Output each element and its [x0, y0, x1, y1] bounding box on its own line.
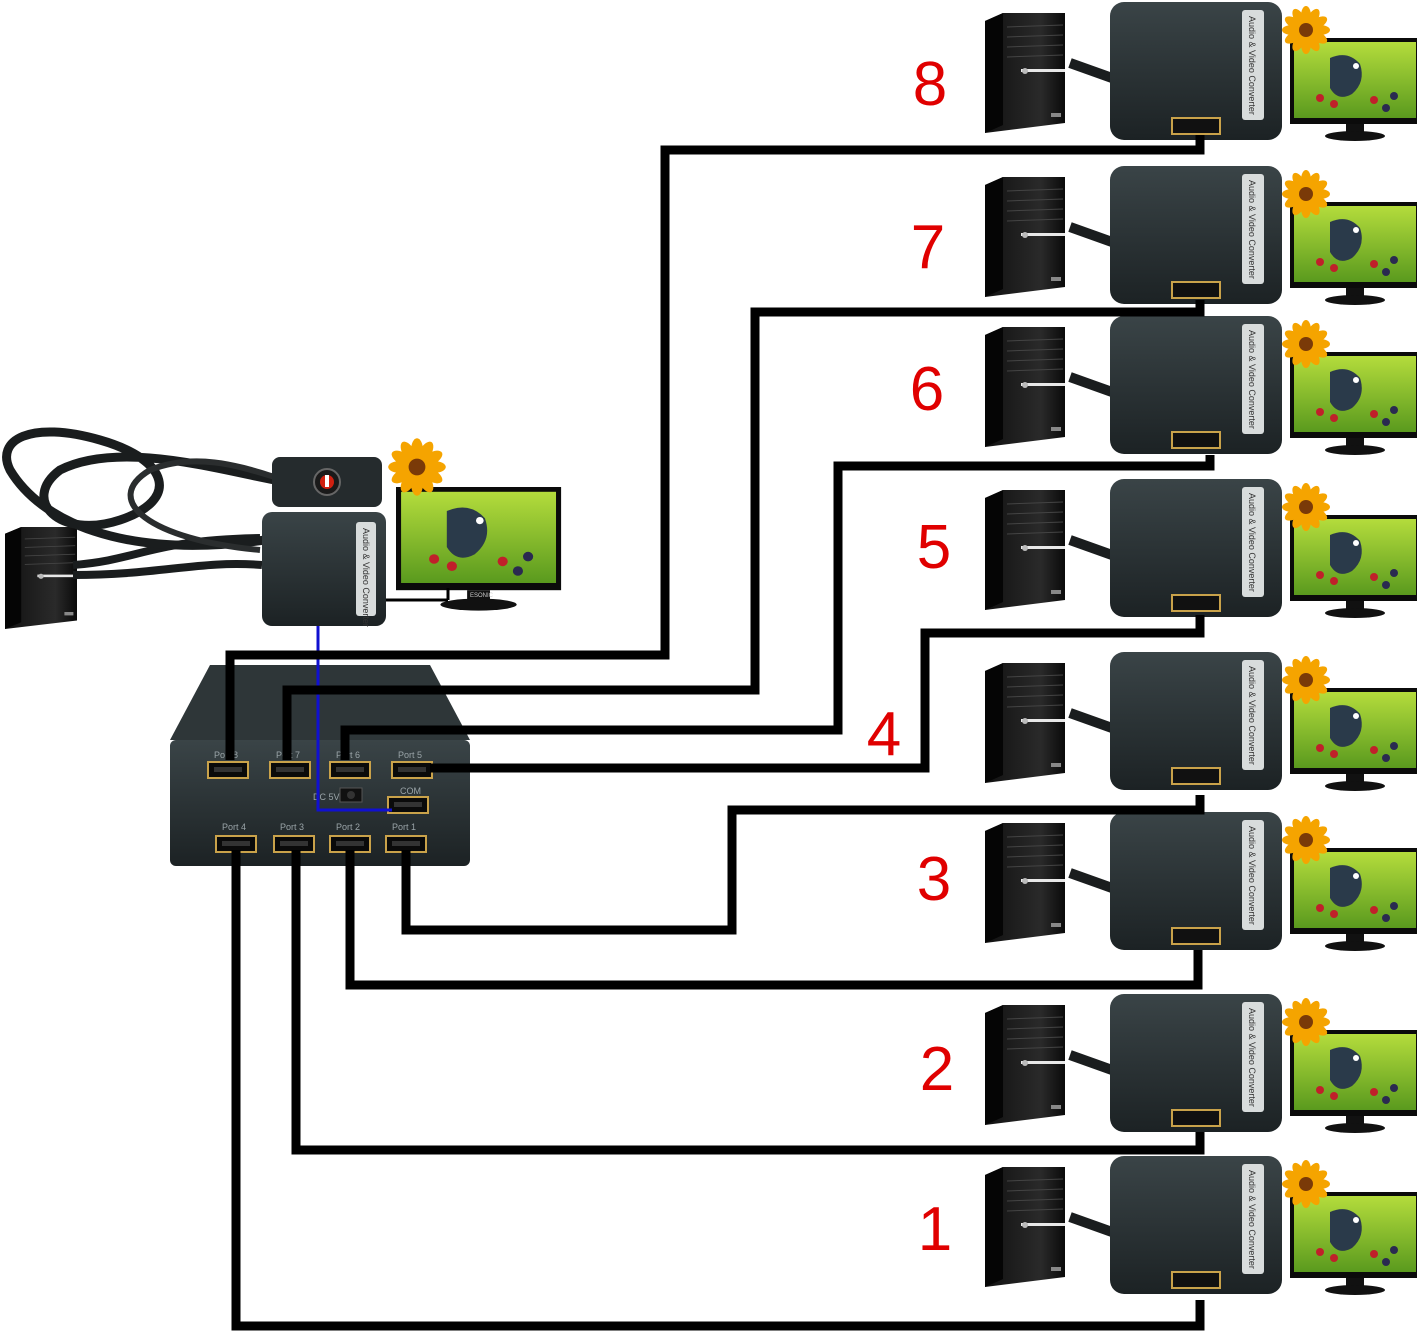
ir-receiver	[272, 457, 382, 507]
cable-port8	[225, 135, 1205, 760]
station-number: 6	[910, 355, 944, 424]
hdmi-port-icon	[391, 761, 433, 779]
hdmi-port-icon	[273, 835, 315, 853]
cable-port3	[291, 850, 1205, 1155]
converter-box-icon	[1109, 165, 1283, 305]
hub-port-label: Port 4	[222, 822, 246, 832]
station-row: 5	[917, 478, 1417, 618]
monitor-icon	[1290, 1192, 1417, 1295]
pc-tower-icon	[984, 1004, 1066, 1126]
hdmi-port-icon	[207, 761, 249, 779]
hdmi-port-icon	[385, 835, 427, 853]
cable-port5	[430, 615, 1205, 773]
pc-cable	[1068, 222, 1114, 247]
power-label: DC 5V	[313, 792, 340, 802]
pc-cable	[1068, 708, 1114, 733]
pc-tower-icon	[984, 176, 1066, 298]
monitor-icon	[1290, 848, 1417, 951]
pc-tower-icon	[984, 12, 1066, 134]
station-row: 4	[867, 651, 1417, 791]
controller-converter: Audio & Video Converter	[262, 512, 386, 627]
converter-box-icon	[1109, 478, 1283, 618]
com-label: COM	[400, 786, 421, 796]
station-number: 8	[913, 50, 947, 119]
station-number: 3	[917, 845, 951, 914]
cable-port2	[345, 850, 1203, 990]
pc-tower-icon	[984, 822, 1066, 944]
com-port-icon	[387, 796, 429, 814]
pc-cable	[1068, 868, 1114, 893]
monitor-icon	[1290, 1030, 1417, 1133]
station-number: 2	[920, 1035, 954, 1104]
pc-tower-icon	[984, 326, 1066, 448]
station-number: 5	[917, 513, 951, 582]
station-row: 6	[910, 315, 1417, 455]
hdmi-cables	[225, 135, 1215, 1331]
controller-monitor-brand: ESONIC	[470, 593, 494, 599]
pc-cable	[1068, 1212, 1114, 1237]
converter-box-icon	[1109, 651, 1283, 791]
monitor-icon	[1290, 38, 1417, 141]
station-row: 3	[917, 811, 1417, 951]
monitor-icon	[1290, 515, 1417, 618]
hub-port-label: Port 2	[336, 822, 360, 832]
controller-converter-label: Audio & Video Converter	[361, 528, 371, 627]
station-number: 1	[918, 1195, 952, 1264]
station-number: 7	[911, 213, 945, 282]
pc-cable	[1068, 58, 1114, 83]
cable-port6	[340, 455, 1215, 760]
monitor-icon	[1290, 202, 1417, 305]
cable-port1	[401, 795, 1205, 935]
pc-tower-icon	[984, 662, 1066, 784]
pc-cable	[1068, 372, 1114, 397]
hub-port-label: Port 3	[280, 822, 304, 832]
station-row: 8	[913, 1, 1417, 141]
controller-cables	[2, 427, 279, 579]
converter-box-icon	[1109, 811, 1283, 951]
pc-cable	[1068, 1050, 1114, 1075]
station-row: 1	[918, 1155, 1417, 1295]
pc-tower-icon	[984, 489, 1066, 611]
station-number: 4	[867, 700, 901, 769]
converter-box-icon	[1109, 993, 1283, 1133]
controller-pc	[4, 526, 78, 630]
hub-port-label: Port 5	[398, 750, 422, 760]
hub-port-label: Port 1	[392, 822, 416, 832]
station-list: 8 7 6 5 4 3 2 1	[867, 1, 1417, 1295]
hdmi-port-icon	[329, 761, 371, 779]
converter-box-icon	[1109, 315, 1283, 455]
pc-tower-icon	[4, 526, 78, 630]
pc-cable	[1068, 535, 1114, 560]
converter-box-icon	[1109, 1, 1283, 141]
hdmi-port-icon	[329, 835, 371, 853]
converter-box-icon	[1109, 1155, 1283, 1295]
monitor-icon	[1290, 688, 1417, 791]
station-row: 7	[911, 165, 1417, 305]
hdmi-port-icon	[215, 835, 257, 853]
pc-tower-icon	[984, 1166, 1066, 1288]
cable-port7	[282, 300, 1205, 760]
station-row: 2	[920, 993, 1417, 1133]
hdmi-port-icon	[269, 761, 311, 779]
cable-port4	[231, 850, 1205, 1331]
monitor-icon	[1290, 352, 1417, 455]
